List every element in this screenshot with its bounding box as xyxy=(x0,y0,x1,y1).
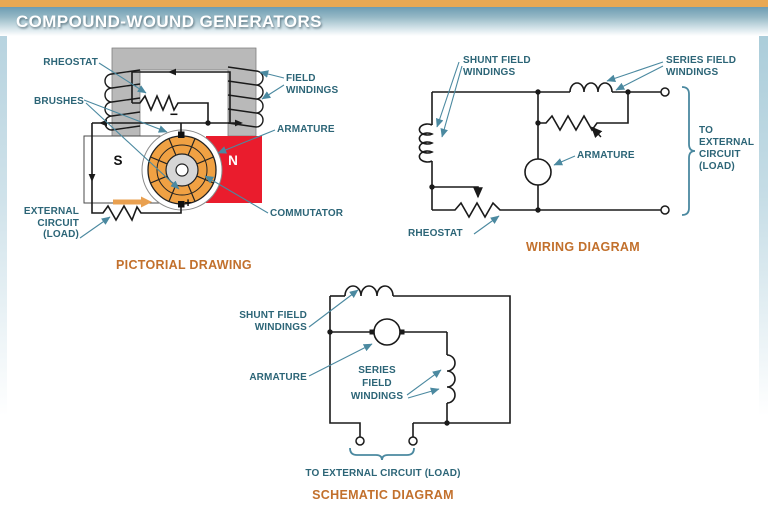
schematic-diagram-group xyxy=(308,285,511,461)
left-edge-strip xyxy=(0,36,7,436)
pictorial-drawing-group xyxy=(79,47,285,239)
load-current-arrow xyxy=(113,196,152,208)
armature-circle-schematic xyxy=(373,318,401,346)
shunt-field-coil-schematic xyxy=(344,285,394,297)
terminal-top xyxy=(660,87,670,97)
shunt-field-coil-wiring xyxy=(418,123,434,163)
field-winding-left xyxy=(104,69,141,131)
wiring-title: WIRING DIAGRAM xyxy=(526,240,640,254)
armature-terminal-left xyxy=(369,329,375,335)
schematic-wires xyxy=(329,285,511,437)
page-title: COMPOUND-WOUND GENERATORS xyxy=(16,11,322,31)
armature-label-schematic: ARMATURE xyxy=(249,372,307,383)
to-external-label-schematic: TO EXTERNAL CIRCUIT (LOAD) xyxy=(305,468,461,479)
negative-polarity-symbol: − xyxy=(169,106,179,122)
pictorial-leader-lines xyxy=(79,62,285,239)
brush-bottom xyxy=(178,201,185,208)
junction-dot xyxy=(205,120,211,126)
right-edge-strip xyxy=(759,36,768,436)
wiring-diagram-group xyxy=(418,61,696,235)
pictorial-wires xyxy=(91,71,240,222)
armature-circle-wiring xyxy=(524,158,552,186)
series-field-coil-schematic xyxy=(446,354,456,404)
schematic-title: SCHEMATIC DIAGRAM xyxy=(312,488,454,502)
north-pole-letter: N xyxy=(228,153,238,168)
series-field-coil-wiring xyxy=(569,82,613,93)
south-pole-letter: S xyxy=(113,153,123,168)
header-band: COMPOUND-WOUND GENERATORS xyxy=(0,7,768,36)
external-circuit-label: EXTERNAL CIRCUIT (LOAD) xyxy=(23,206,79,240)
header-accent-stripe xyxy=(0,0,768,7)
diverter-resistor-wiring xyxy=(538,92,629,132)
pictorial-title: PICTORIAL DRAWING xyxy=(116,258,252,272)
schematic-junction-dots xyxy=(327,329,450,426)
rheostat-resistor-wiring xyxy=(432,201,661,219)
rheostat-label: RHEOSTAT xyxy=(43,57,98,68)
terminal-bottom xyxy=(660,205,670,215)
terminal-right-schematic xyxy=(408,436,418,446)
wiring-leader-lines xyxy=(435,61,664,235)
field-winding-right xyxy=(227,66,264,128)
diverter-arrow xyxy=(591,126,603,138)
schematic-leader-lines xyxy=(308,289,442,399)
series-field-label-schematic: SERIES FIELD WINDINGS xyxy=(350,365,404,402)
wiring-junction-dots xyxy=(429,89,631,213)
armature-terminal-right xyxy=(399,329,405,335)
positive-polarity-symbol: + xyxy=(184,195,192,210)
brush-top xyxy=(178,131,185,138)
external-load-resistor-pictorial xyxy=(91,123,182,222)
brushes-label: BRUSHES xyxy=(34,96,84,107)
external-circuit-brace-wiring xyxy=(681,86,696,216)
current-arrows xyxy=(88,68,243,182)
armature-label-wiring: ARMATURE xyxy=(577,150,635,161)
rheostat-resistor-pictorial xyxy=(132,93,209,123)
shunt-field-label-wiring: SHUNT FIELD WINDINGS xyxy=(463,55,531,78)
terminal-left-schematic xyxy=(355,436,365,446)
field-windings-label: FIELD WINDINGS xyxy=(286,73,339,96)
shaft-circle xyxy=(175,163,189,177)
external-circuit-brace-schematic xyxy=(349,447,415,461)
armature-ring-inner-line xyxy=(156,144,208,196)
series-field-label-wiring: SERIES FIELD WINDINGS xyxy=(666,55,737,78)
to-external-label-wiring: TO EXTERNAL CIRCUIT (LOAD) xyxy=(699,125,755,172)
shunt-field-label-schematic: SHUNT FIELD WINDINGS xyxy=(239,310,307,333)
page-header: COMPOUND-WOUND GENERATORS xyxy=(0,0,768,36)
armature-label-pictorial: ARMATURE xyxy=(277,124,335,135)
commutator-label: COMMUTATOR xyxy=(270,208,344,219)
rheostat-label-wiring: RHEOSTAT xyxy=(408,228,463,239)
